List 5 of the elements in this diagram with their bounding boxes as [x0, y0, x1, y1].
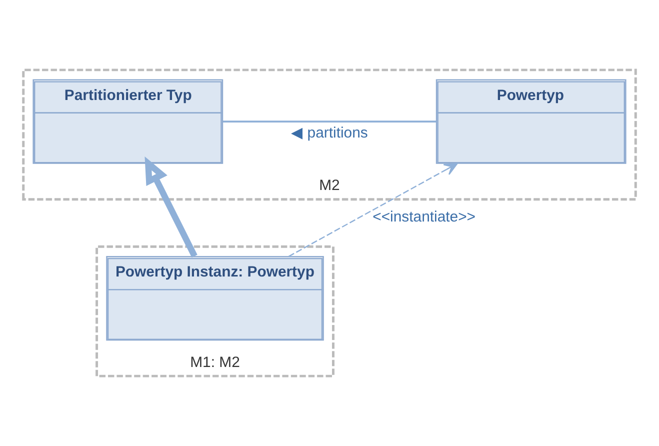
- edge-label: ◀ partitions: [291, 124, 368, 142]
- arrow: [288, 162, 458, 257]
- arrow: [144, 156, 198, 258]
- edge-label: <<instantiate>>: [372, 208, 476, 226]
- connector: [222, 120, 436, 123]
